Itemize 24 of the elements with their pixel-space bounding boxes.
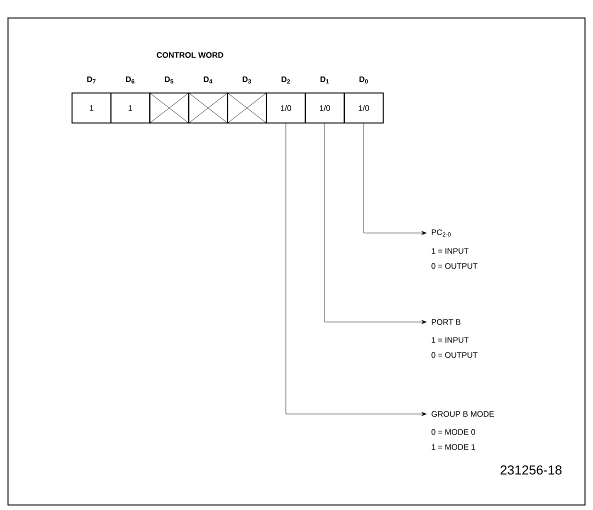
output-description: GROUP B MODE 0 = MODE 0 1 = MODE 1 bbox=[432, 411, 494, 450]
title: CONTROL WORD bbox=[156, 52, 224, 58]
cell: 1 D$_{6}$ bbox=[110, 76, 150, 124]
cell: 1/0 D$_{1}$ bbox=[304, 76, 345, 124]
node-label: D$_{7}$ bbox=[87, 76, 96, 84]
node-label: D$_{5}$ bbox=[164, 76, 174, 84]
figure-number: 231256-18 bbox=[500, 465, 562, 475]
output-description: PORT B 1 = INPUT 0 = OUTPUT bbox=[432, 319, 478, 358]
cell: 1/0 D$_{0}$ bbox=[344, 76, 384, 124]
node-label: D$_{2}$ bbox=[282, 76, 290, 84]
crossed-cell: D$_{5}$ bbox=[149, 76, 190, 124]
arrow bbox=[286, 123, 427, 416]
output-description: PC$_{2-0}$ 1 = INPUT 0 = OUTPUT bbox=[432, 229, 478, 269]
cell: 1/0 D$_{2}$ bbox=[266, 76, 306, 124]
node-label: D$_{0}$ bbox=[360, 76, 368, 84]
cell: 1 D$_{7}$ bbox=[72, 76, 112, 124]
crossed-cell: D$_{3}$ bbox=[226, 76, 268, 124]
node-label: D$_{1}$ bbox=[320, 76, 329, 84]
arrow bbox=[324, 123, 427, 324]
node-label: D$_{4}$ bbox=[204, 76, 212, 84]
node-label: D$_{3}$ bbox=[242, 76, 252, 84]
crossed-cell: D$_{4}$ bbox=[188, 76, 228, 124]
node-label: D$_{6}$ bbox=[126, 76, 134, 84]
arrow bbox=[364, 123, 427, 235]
